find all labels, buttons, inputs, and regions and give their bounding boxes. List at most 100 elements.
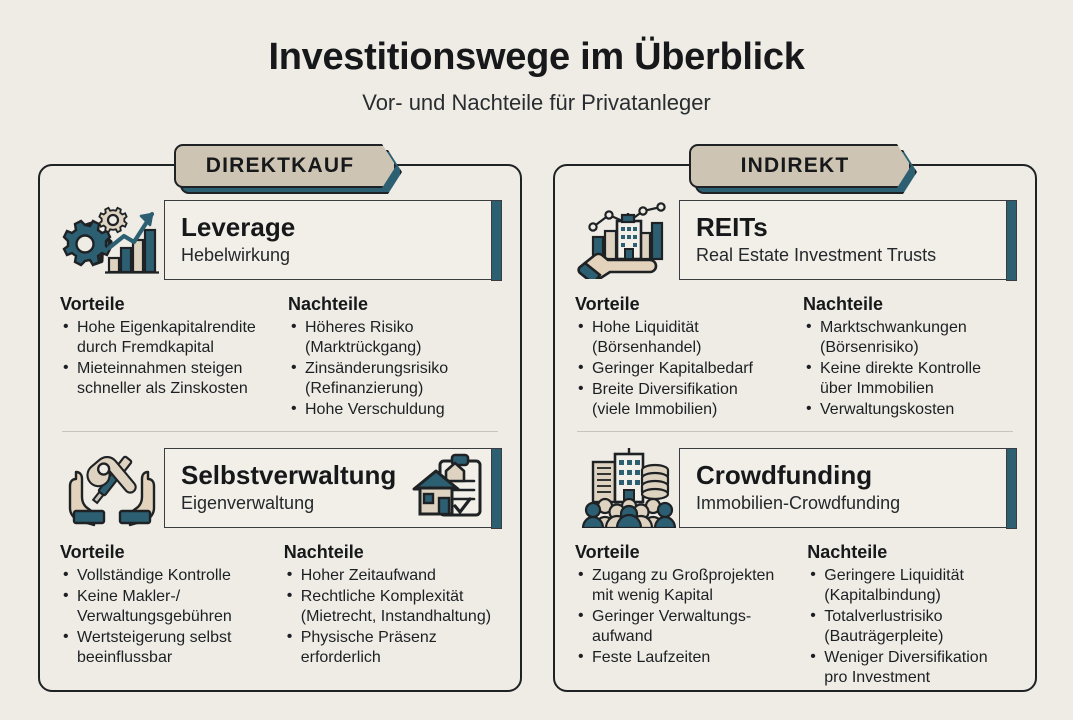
item-line: (Bauträgerpleite) (824, 628, 944, 645)
item-line: Zugang zu Großprojekten (592, 567, 775, 584)
pros-cons: Vorteile Hohe Eigenkapitalrendite durch … (60, 294, 506, 421)
item-line: Geringer Kapitalbedarf (592, 360, 753, 377)
item-line: mit wenig Kapital (592, 587, 713, 604)
item-line: Hohe Eigenkapitalrendite (77, 319, 256, 336)
item-line: durch Fremdkapital (77, 339, 214, 356)
list-item: Verwaltungskosten (803, 399, 1021, 420)
item-line: aufwand (592, 628, 653, 645)
list-item: Geringere Liquidität (Kapitalbindung) (807, 565, 1021, 606)
cons-column: Nachteile Geringere Liquidität (Kapitalb… (807, 542, 1021, 689)
building-coins-crowd-icon (575, 448, 679, 528)
section-title: REITs (696, 212, 768, 243)
cons-list: Geringere Liquidität (Kapitalbindung) To… (807, 565, 1021, 688)
page-subtitle: Vor- und Nachteile für Privatanleger (362, 90, 711, 115)
item-line: beeinflussbar (77, 649, 173, 666)
section-subtitle: Hebelwirkung (181, 245, 291, 266)
section-subtitle: Immobilien-Crowdfunding (696, 493, 901, 514)
pros-heading: Vorteile (60, 294, 125, 314)
item-line: Physische Präsenz (300, 629, 437, 646)
item-line: Rechtliche Komplexität (300, 588, 464, 605)
pros-cons: Vorteile Hohe Liquidität (Börsenhandel) … (575, 294, 1021, 421)
cons-column: Nachteile Marktschwankungen (Börsenrisik… (803, 294, 1021, 421)
section-subtitle: Real Estate Investment Trusts (696, 245, 937, 266)
pros-heading: Vorteile (575, 542, 640, 562)
section-header: Selbstverwaltung Eigenverwaltung (60, 444, 502, 532)
badge-direktkauf: DIREKTKAUF (174, 144, 396, 188)
item-line: Hohe Liquidität (592, 319, 699, 336)
list-item: Hohe Verschuldung (288, 399, 506, 420)
list-item: Hohe Eigenkapitalrendite durch Fremdkapi… (60, 317, 278, 358)
section-titlebox: Leverage Hebelwirkung (164, 199, 502, 281)
list-item: Vollständige Kontrolle (60, 565, 274, 586)
item-line: Feste Laufzeiten (592, 649, 711, 666)
item-line: Vollständige Kontrolle (77, 567, 231, 584)
list-item: Breite Diversifikation (viele Immobilien… (575, 379, 793, 420)
item-line: (Refinanzierung) (305, 380, 424, 397)
section-reits: REITs Real Estate Investment Trusts Vort… (555, 196, 1035, 421)
pros-cons: Vorteile Vollständige Kontrolle Keine Ma… (60, 542, 506, 669)
section-header: REITs Real Estate Investment Trusts (575, 196, 1017, 284)
list-item: Keine Makler-/ Verwaltungsgebühren (60, 586, 274, 627)
item-line: Mieteinnahmen steigen (77, 360, 243, 377)
section-titlebox: Crowdfunding Immobilien-Crowdfunding (679, 447, 1017, 529)
list-item: Mieteinnahmen steigen schneller als Zins… (60, 358, 278, 399)
item-line: pro Investment (824, 669, 931, 686)
item-line: Höheres Risiko (305, 319, 414, 336)
item-line: Geringer Verwaltungs- (592, 608, 752, 625)
pros-column: Vorteile Hohe Eigenkapitalrendite durch … (60, 294, 278, 421)
pros-list: Hohe Liquidität (Börsenhandel) Geringer … (575, 317, 793, 420)
cons-column: Nachteile Höheres Risiko (Marktrückgang)… (288, 294, 506, 421)
cons-heading: Nachteile (288, 294, 369, 314)
item-line: Hoher Zeitaufwand (300, 567, 436, 584)
item-line: über Immobilien (820, 380, 934, 397)
list-item: Geringer Verwaltungs- aufwand (575, 606, 797, 647)
cons-column: Nachteile Hoher Zeitaufwand Rechtliche K… (284, 542, 506, 669)
item-line: schneller als Zinskosten (77, 380, 248, 397)
item-line: Verwaltungsgebühren (77, 608, 232, 625)
item-line: Geringere Liquidität (824, 567, 964, 584)
item-line: Keine Makler-/ (77, 588, 181, 605)
item-line: Weniger Diversifikation (824, 649, 988, 666)
section-header: Crowdfunding Immobilien-Crowdfunding (575, 444, 1017, 532)
page-title: Investitionswege im Überblick (268, 36, 805, 78)
list-item: Zinsänderungsrisiko (Refinanzierung) (288, 358, 506, 399)
pros-heading: Vorteile (60, 542, 125, 562)
item-line: (Kapitalbindung) (824, 587, 941, 604)
pros-column: Vorteile Vollständige Kontrolle Keine Ma… (60, 542, 274, 669)
item-line: Wertsteigerung selbst (77, 629, 232, 646)
list-item: Keine direkte Kontrolle über Immobilien (803, 358, 1021, 399)
list-item: Hoher Zeitaufwand (284, 565, 506, 586)
gears-growth-chart-icon (60, 200, 164, 280)
item-line: Totalverlustrisiko (824, 608, 943, 625)
list-item: Feste Laufzeiten (575, 647, 797, 668)
item-line: Zinsänderungsrisiko (305, 360, 449, 377)
list-item: Zugang zu Großprojekten mit wenig Kapita… (575, 565, 797, 606)
badge-indirekt: INDIREKT (689, 144, 911, 188)
list-item: Höheres Risiko (Marktrückgang) (288, 317, 506, 358)
pros-list: Hohe Eigenkapitalrendite durch Fremdkapi… (60, 317, 278, 399)
list-item: Wertsteigerung selbst beeinflussbar (60, 627, 274, 668)
badge-label: DIREKTKAUF (174, 144, 396, 188)
section-leverage: Leverage Hebelwirkung Vorteile Hohe Eige… (40, 196, 520, 421)
list-item: Weniger Diversifikation pro Investment (807, 647, 1021, 688)
section-divider (577, 431, 1013, 432)
item-line: Keine direkte Kontrolle (820, 360, 981, 377)
list-item: Physische Präsenz erforderlich (284, 627, 506, 668)
section-header: Leverage Hebelwirkung (60, 196, 502, 284)
pros-column: Vorteile Hohe Liquidität (Börsenhandel) … (575, 294, 793, 421)
list-item: Marktschwankungen (Börsenrisiko) (803, 317, 1021, 358)
section-title: Selbstverwaltung (181, 460, 397, 491)
cons-heading: Nachteile (283, 542, 364, 562)
item-line: Hohe Verschuldung (305, 401, 445, 418)
item-line: (Börsenhandel) (592, 339, 702, 356)
section-crowdfunding: Crowdfunding Immobilien-Crowdfunding Vor… (555, 444, 1035, 689)
section-selbstverwaltung: Selbstverwaltung Eigenverwaltung (40, 444, 520, 669)
section-titlebox: REITs Real Estate Investment Trusts (679, 199, 1017, 281)
section-title: Crowdfunding (696, 460, 873, 491)
item-line: Breite Diversifikation (592, 381, 738, 398)
section-title: Leverage (181, 212, 296, 243)
section-subtitle: Eigenverwaltung (181, 493, 315, 514)
section-divider (62, 431, 498, 432)
panel-indirekt: INDIREKT (553, 164, 1037, 692)
